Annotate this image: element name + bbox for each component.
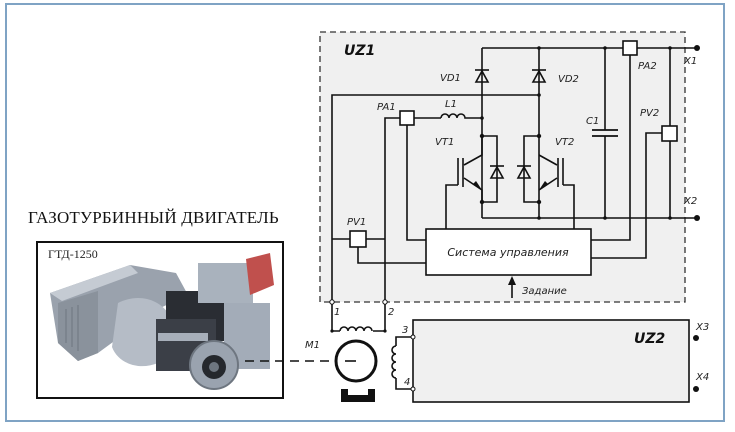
pa2-label: PA2 bbox=[638, 61, 657, 72]
control-system-block bbox=[425, 228, 592, 276]
uz2-block bbox=[412, 319, 690, 403]
vt2-diode-loop bbox=[523, 135, 539, 203]
engine-body bbox=[50, 253, 274, 390]
vt2-freewheel-diode bbox=[516, 165, 532, 179]
engine-model-label: ГТД-1250 bbox=[48, 247, 98, 261]
terminal-4[interactable] bbox=[410, 386, 416, 392]
terminal-x1[interactable] bbox=[694, 45, 700, 51]
terminal-1[interactable] bbox=[329, 299, 335, 305]
x2-label: X2 bbox=[683, 196, 697, 207]
pa1-label: PA1 bbox=[377, 102, 396, 113]
engine-title: ГАЗОТУРБИННЫЙ ДВИГАТЕЛЬ bbox=[28, 208, 279, 227]
vd2-label: VD2 bbox=[558, 74, 579, 85]
pv2-signal-wire bbox=[591, 132, 662, 259]
vt1-label: VT1 bbox=[435, 137, 454, 148]
x4-label: X4 bbox=[695, 372, 709, 383]
pv1-sensor bbox=[349, 230, 367, 248]
vt1-emitter-arrow bbox=[473, 181, 482, 190]
terminal-x3[interactable] bbox=[693, 335, 699, 341]
wire-to-terminal-1 bbox=[331, 94, 539, 302]
uz2-input-winding bbox=[391, 345, 397, 379]
terminal-2-label: 2 bbox=[388, 307, 394, 318]
l1-label: L1 bbox=[445, 99, 457, 110]
pv1-label: PV1 bbox=[347, 217, 366, 228]
m1-stator-winding bbox=[339, 326, 373, 332]
control-system-label: Система управления bbox=[447, 246, 569, 259]
x3-label: X3 bbox=[695, 322, 709, 333]
m1-label: M1 bbox=[305, 340, 320, 351]
terminal-3-label: 3 bbox=[402, 325, 408, 336]
c1-label: C1 bbox=[586, 116, 599, 127]
engine-image bbox=[50, 253, 274, 390]
l1-inductor bbox=[440, 113, 482, 119]
terminal-1-label: 1 bbox=[334, 307, 340, 318]
vd1-diode bbox=[474, 69, 490, 83]
uz2-label: UZ2 bbox=[634, 331, 665, 347]
x1-label: X1 bbox=[683, 56, 697, 67]
setpoint-label: Задание bbox=[522, 286, 567, 297]
engine-photo-box: ГТД-1250 bbox=[36, 241, 284, 399]
terminal-x2[interactable] bbox=[694, 215, 700, 221]
vt1-freewheel-diode bbox=[489, 165, 505, 179]
vd1-label: VD1 bbox=[440, 73, 461, 84]
wire-to-terminal-2 bbox=[384, 117, 400, 302]
vd2-diode bbox=[531, 69, 547, 83]
pv2-label: PV2 bbox=[640, 108, 659, 119]
uz1-label: UZ1 bbox=[344, 43, 375, 59]
vt2-emitter-arrow bbox=[539, 181, 548, 190]
terminal-4-label: 4 bbox=[404, 377, 410, 388]
terminal-3[interactable] bbox=[410, 334, 416, 340]
terminal-x4[interactable] bbox=[693, 386, 699, 392]
pa1-signal-wire bbox=[406, 125, 426, 241]
pv2-sensor bbox=[661, 125, 678, 142]
terminal-2[interactable] bbox=[382, 299, 388, 305]
pa2-sensor bbox=[622, 40, 638, 56]
pa2-wire bbox=[591, 55, 631, 241]
vt2-label: VT2 bbox=[555, 137, 574, 148]
pa1-sensor bbox=[399, 110, 415, 126]
pv1-signal-wire bbox=[357, 247, 426, 264]
vt1-diode-loop bbox=[482, 135, 498, 203]
m1-base bbox=[341, 389, 375, 402]
